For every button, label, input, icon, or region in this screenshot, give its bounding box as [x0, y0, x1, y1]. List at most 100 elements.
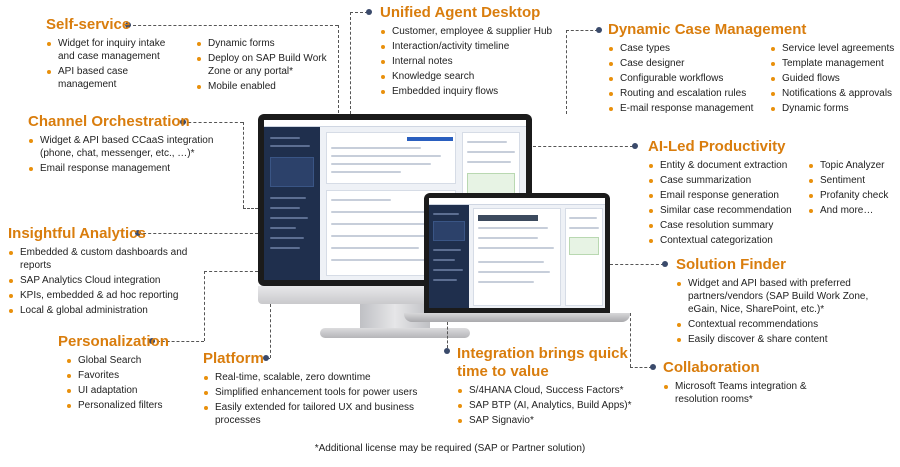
list-item: Personalized filters	[66, 399, 198, 412]
list-item: SAP Analytics Cloud integration	[8, 274, 188, 287]
integration-section: Integration brings quick time to value S…	[457, 345, 637, 429]
list-item: Case summarization	[648, 174, 804, 187]
list-item: Embedded inquiry flows	[380, 85, 560, 98]
channel-orchestration-title: Channel Orchestration	[28, 113, 190, 130]
dynamic-case-management-list-2: Service level agreements Template manage…	[770, 42, 898, 117]
integration-list: S/4HANA Cloud, Success Factors* SAP BTP …	[457, 384, 637, 427]
list-item: E-mail response management	[608, 102, 764, 115]
unified-agent-desktop-section: Unified Agent Desktop Customer, employee…	[380, 4, 560, 100]
platform-title: Platform	[203, 350, 264, 367]
list-item: Template management	[770, 57, 898, 70]
monitor-base	[320, 328, 470, 338]
self-service-list-1: Widget for inquiry intake and case manag…	[46, 37, 182, 95]
laptop	[424, 193, 610, 313]
list-item: Email response generation	[648, 189, 804, 202]
self-service-title: Self-service	[46, 16, 131, 33]
list-item: Knowledge search	[380, 70, 560, 83]
list-item: API based case management	[46, 65, 182, 91]
self-service-dot	[125, 22, 131, 28]
list-item: Dynamic forms	[196, 37, 334, 50]
list-item: Routing and escalation rules	[608, 87, 764, 100]
dynamic-case-management-section: Dynamic Case Management Case types Case …	[608, 21, 898, 117]
solution-finder-list: Widget and API based with preferred part…	[676, 277, 891, 346]
ai-led-productivity-section: AI-Led Productivity Entity & document ex…	[648, 138, 898, 249]
list-item: Contextual categorization	[648, 234, 804, 247]
platform-dot	[263, 355, 269, 361]
integration-title: Integration brings quick time to value	[457, 345, 628, 380]
channel-orchestration-dot	[180, 119, 186, 125]
case-detail-card	[326, 132, 456, 184]
list-item: Embedded & custom dashboards and reports	[8, 246, 188, 272]
list-item: Case types	[608, 42, 764, 55]
list-item: Real-time, scalable, zero downtime	[203, 371, 423, 384]
list-item: Notifications & approvals	[770, 87, 898, 100]
laptop-base	[404, 313, 630, 322]
laptop-side-panel	[565, 208, 603, 306]
integration-dot	[444, 348, 450, 354]
list-item: And more…	[808, 204, 896, 217]
collaboration-list: Microsoft Teams integration & resolution…	[663, 380, 833, 406]
list-item: Mobile enabled	[196, 80, 334, 93]
list-item: Case designer	[608, 57, 764, 70]
list-item: Contextual recommendations	[676, 318, 891, 331]
dynamic-case-management-title: Dynamic Case Management	[608, 21, 807, 38]
insightful-analytics-dot	[135, 230, 141, 236]
list-item: S/4HANA Cloud, Success Factors*	[457, 384, 637, 397]
list-item: Configurable workflows	[608, 72, 764, 85]
insightful-analytics-title: Insightful Analytics	[8, 225, 146, 242]
list-item: Service level agreements	[770, 42, 898, 55]
platform-list: Real-time, scalable, zero downtime Simpl…	[203, 371, 423, 427]
license-footnote: *Additional license may be required (SAP…	[314, 443, 586, 454]
insightful-analytics-list: Embedded & custom dashboards and reports…	[8, 246, 188, 317]
collaboration-section: Collaboration Microsoft Teams integratio…	[663, 359, 833, 408]
ai-led-productivity-title: AI-Led Productivity	[648, 138, 786, 155]
platform-section: Platform Real-time, scalable, zero downt…	[203, 350, 423, 429]
list-item: Microsoft Teams integration & resolution…	[663, 380, 833, 406]
app-header-bar	[264, 120, 526, 127]
list-item: Widget & API based CCaaS integration (ph…	[28, 134, 243, 160]
list-item: Deploy on SAP Build Work Zone or any por…	[196, 52, 334, 78]
list-item: Guided flows	[770, 72, 898, 85]
ai-led-productivity-list-2: Topic Analyzer Sentiment Profanity check…	[808, 159, 896, 249]
list-item: Easily extended for tailored UX and busi…	[203, 401, 423, 427]
unified-agent-desktop-title: Unified Agent Desktop	[380, 4, 541, 21]
ai-led-productivity-list-1: Entity & document extraction Case summar…	[648, 159, 804, 249]
list-item: SAP Signavio*	[457, 414, 637, 427]
personalization-list: Global Search Favorites UI adaptation Pe…	[66, 354, 198, 412]
list-item: Sentiment	[808, 174, 896, 187]
list-item: Global Search	[66, 354, 198, 367]
laptop-profile-panel	[429, 205, 469, 308]
dynamic-case-management-dot	[596, 27, 602, 33]
list-item: Similar case recommendation	[648, 204, 804, 217]
list-item: Entity & document extraction	[648, 159, 804, 172]
list-item: UI adaptation	[66, 384, 198, 397]
list-item: Customer, employee & supplier Hub	[380, 25, 560, 38]
solution-finder-title: Solution Finder	[676, 256, 786, 273]
list-item: Internal notes	[380, 55, 560, 68]
solution-finder-section: Solution Finder Widget and API based wit…	[676, 256, 891, 348]
list-item: Local & global administration	[8, 304, 188, 317]
list-item: Widget for inquiry intake and case manag…	[46, 37, 182, 63]
channel-orchestration-section: Channel Orchestration Widget & API based…	[28, 113, 243, 177]
self-service-list-2: Dynamic forms Deploy on SAP Build Work Z…	[196, 37, 334, 95]
list-item: SAP BTP (AI, Analytics, Build Apps)*	[457, 399, 637, 412]
collaboration-title: Collaboration	[663, 359, 760, 376]
collaboration-dot	[650, 364, 656, 370]
list-item: KPIs, embedded & ad hoc reporting	[8, 289, 188, 302]
personalization-title: Personalization	[58, 333, 169, 350]
dynamic-case-management-list-1: Case types Case designer Configurable wo…	[608, 42, 764, 117]
channel-orchestration-list: Widget & API based CCaaS integration (ph…	[28, 134, 243, 175]
laptop-case-card	[473, 208, 561, 306]
list-item: Dynamic forms	[770, 102, 898, 115]
list-item: Simplified enhancement tools for power u…	[203, 386, 423, 399]
list-item: Profanity check	[808, 189, 896, 202]
list-item: Interaction/activity timeline	[380, 40, 560, 53]
ai-led-productivity-dot	[632, 143, 638, 149]
solution-finder-dot	[662, 261, 668, 267]
insightful-analytics-section: Insightful Analytics Embedded & custom d…	[8, 225, 188, 319]
laptop-app-header	[429, 198, 605, 205]
list-item: Easily discover & share content	[676, 333, 891, 346]
laptop-screen	[429, 198, 605, 308]
personalization-section: Personalization Global Search Favorites …	[58, 333, 198, 414]
list-item: Widget and API based with preferred part…	[676, 277, 891, 316]
